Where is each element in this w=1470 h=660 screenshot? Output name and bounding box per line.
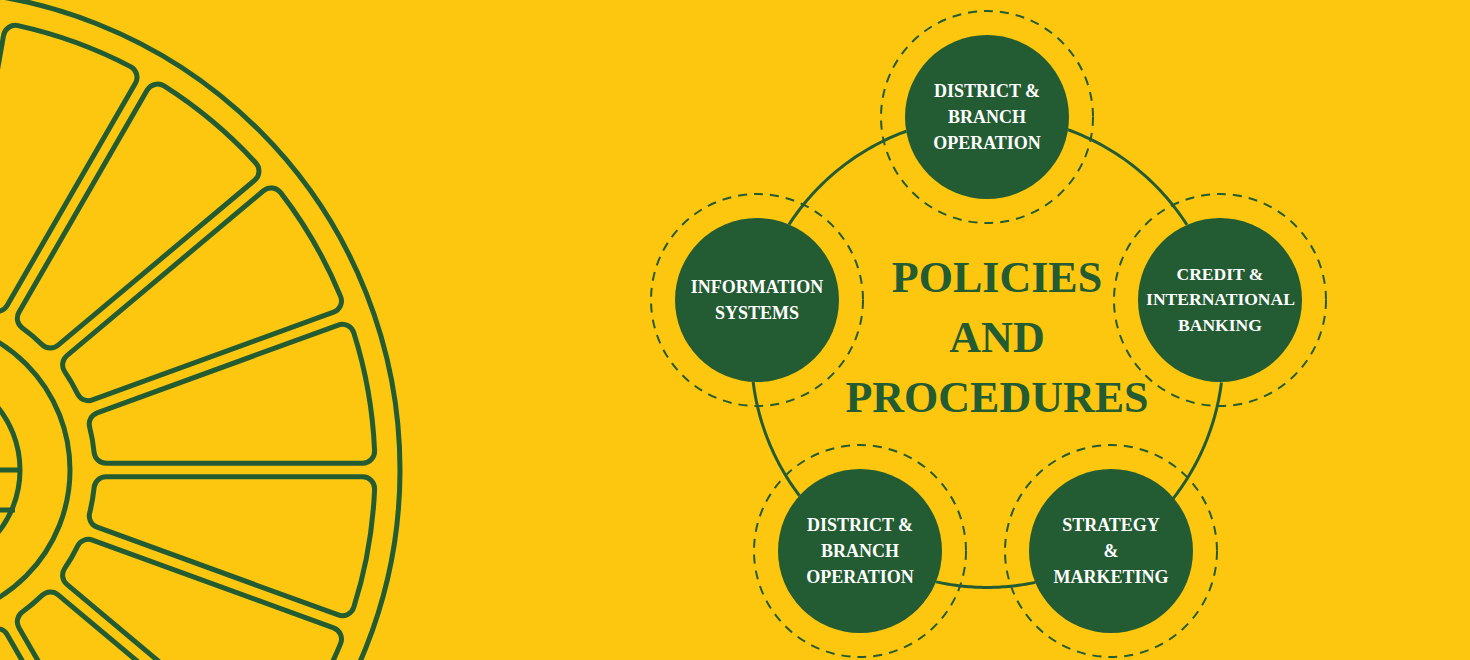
- filled-circle: [1029, 469, 1193, 633]
- topic-circle: INFORMATION SYSTEMS: [647, 190, 867, 410]
- ring-connector: [789, 131, 906, 224]
- dashed-ring: [754, 445, 966, 657]
- circle-outline: [647, 190, 867, 410]
- filled-circle: [1138, 218, 1302, 382]
- topic-circle: DISTRICT & BRANCH OPERATION: [877, 7, 1097, 227]
- dashed-ring: [881, 11, 1093, 223]
- center-heading: POLICIES AND PROCEDURES: [845, 248, 1148, 428]
- filled-circle: [675, 218, 839, 382]
- hub-mark-bar: [0, 470, 20, 510]
- dashed-ring: [1005, 445, 1217, 657]
- filled-circle: [905, 35, 1069, 199]
- filled-circle: [778, 469, 942, 633]
- topic-circle: DISTRICT & BRANCH OPERATION: [750, 441, 970, 660]
- dashed-ring: [651, 194, 863, 406]
- ring-connector: [936, 582, 1035, 588]
- wheel-cell: [89, 324, 374, 463]
- wheel-rim: [0, 0, 400, 660]
- topic-circle: STRATEGY & MARKETING: [1001, 441, 1221, 660]
- ring-connector: [1173, 382, 1221, 498]
- topic-label: DISTRICT & BRANCH OPERATION: [933, 78, 1041, 156]
- hub-mark: [0, 370, 20, 570]
- wheel-hub: [0, 320, 70, 620]
- topic-label: STRATEGY & MARKETING: [1054, 512, 1169, 590]
- wheel-cell: [0, 25, 137, 311]
- topic-label: DISTRICT & BRANCH OPERATION: [806, 512, 914, 590]
- ring-connector: [1068, 130, 1187, 225]
- wheel-cell: [0, 629, 137, 660]
- wheel-cell: [17, 592, 259, 660]
- topic-label: CREDIT & INTERNATIONAL BANKING: [1146, 262, 1294, 338]
- wheel-cell: [89, 477, 374, 616]
- wheel-cell: [63, 188, 342, 401]
- topic-label: INFORMATION SYSTEMS: [691, 274, 824, 326]
- wheel-cell: [63, 539, 342, 660]
- wheel-cell: [17, 84, 259, 348]
